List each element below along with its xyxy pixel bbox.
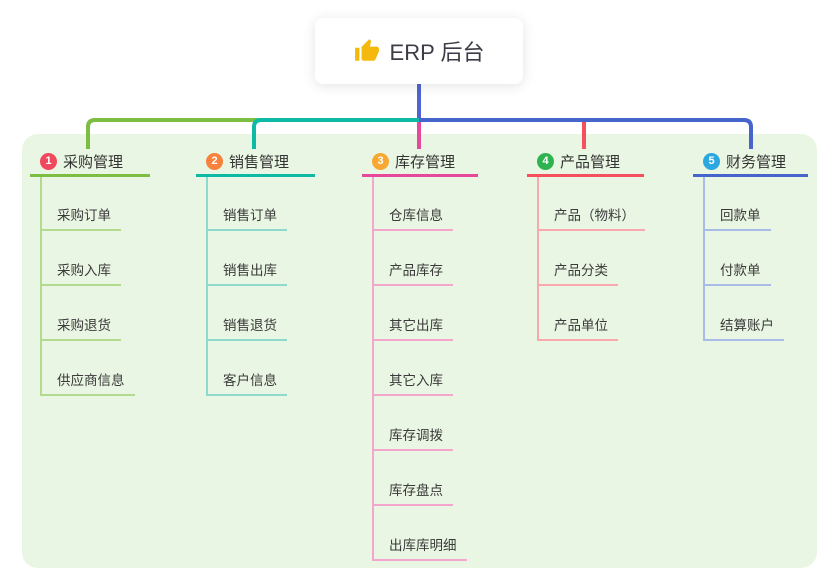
branch-trunk-line	[206, 177, 208, 396]
child-topic[interactable]: 采购入库	[40, 261, 121, 286]
child-topic[interactable]: 其它入库	[372, 371, 453, 396]
branch-priority-badge: 5	[703, 153, 720, 170]
root-node[interactable]: ERP 后台	[315, 18, 523, 84]
root-title: ERP 后台	[389, 40, 485, 65]
connector-branch-5	[419, 118, 753, 149]
child-topic[interactable]: 采购退货	[40, 316, 121, 341]
child-topic[interactable]: 产品分类	[537, 261, 618, 286]
child-topic[interactable]: 采购订单	[40, 206, 121, 231]
child-topic[interactable]: 产品库存	[372, 261, 453, 286]
branch-priority-badge: 3	[372, 153, 389, 170]
child-topic[interactable]: 回款单	[703, 206, 771, 231]
child-topic[interactable]: 产品单位	[537, 316, 618, 341]
branch-priority-badge: 4	[537, 153, 554, 170]
child-topic[interactable]: 其它出库	[372, 316, 453, 341]
branch-trunk-line	[703, 177, 705, 341]
child-topic[interactable]: 销售退货	[206, 316, 287, 341]
child-topic[interactable]: 销售订单	[206, 206, 287, 231]
child-topic[interactable]: 产品（物料）	[537, 206, 645, 231]
branch-label: 库存管理	[395, 154, 456, 171]
child-topic[interactable]: 库存调拨	[372, 426, 453, 451]
child-topic[interactable]: 销售出库	[206, 261, 287, 286]
branch-label: 采购管理	[63, 154, 124, 171]
branch-topic[interactable]: 1 采购管理	[30, 149, 150, 177]
child-topic[interactable]: 库存盘点	[372, 481, 453, 506]
branch-trunk-line	[40, 177, 42, 396]
branch-trunk-line	[537, 177, 539, 341]
child-topic[interactable]: 结算账户	[703, 316, 784, 341]
branch-trunk-line	[372, 177, 374, 561]
child-topic[interactable]: 仓库信息	[372, 206, 453, 231]
branch-label: 产品管理	[560, 154, 621, 171]
branch-priority-badge: 1	[40, 153, 57, 170]
branch-topic[interactable]: 3 库存管理	[362, 149, 478, 177]
connector-branch-1	[86, 118, 419, 149]
branch-topic[interactable]: 5 财务管理	[693, 149, 808, 177]
branch-label: 财务管理	[726, 154, 787, 171]
child-topic[interactable]: 供应商信息	[40, 371, 135, 396]
branch-label: 销售管理	[229, 154, 290, 171]
branches-panel	[22, 134, 817, 568]
thumbs-up-icon	[354, 39, 379, 61]
branch-topic[interactable]: 2 销售管理	[196, 149, 315, 177]
child-topic[interactable]: 出库库明细	[372, 536, 467, 561]
branch-topic[interactable]: 4 产品管理	[527, 149, 644, 177]
child-topic[interactable]: 客户信息	[206, 371, 287, 396]
connector-branch-2	[252, 118, 419, 149]
child-topic[interactable]: 付款单	[703, 261, 771, 286]
branch-priority-badge: 2	[206, 153, 223, 170]
